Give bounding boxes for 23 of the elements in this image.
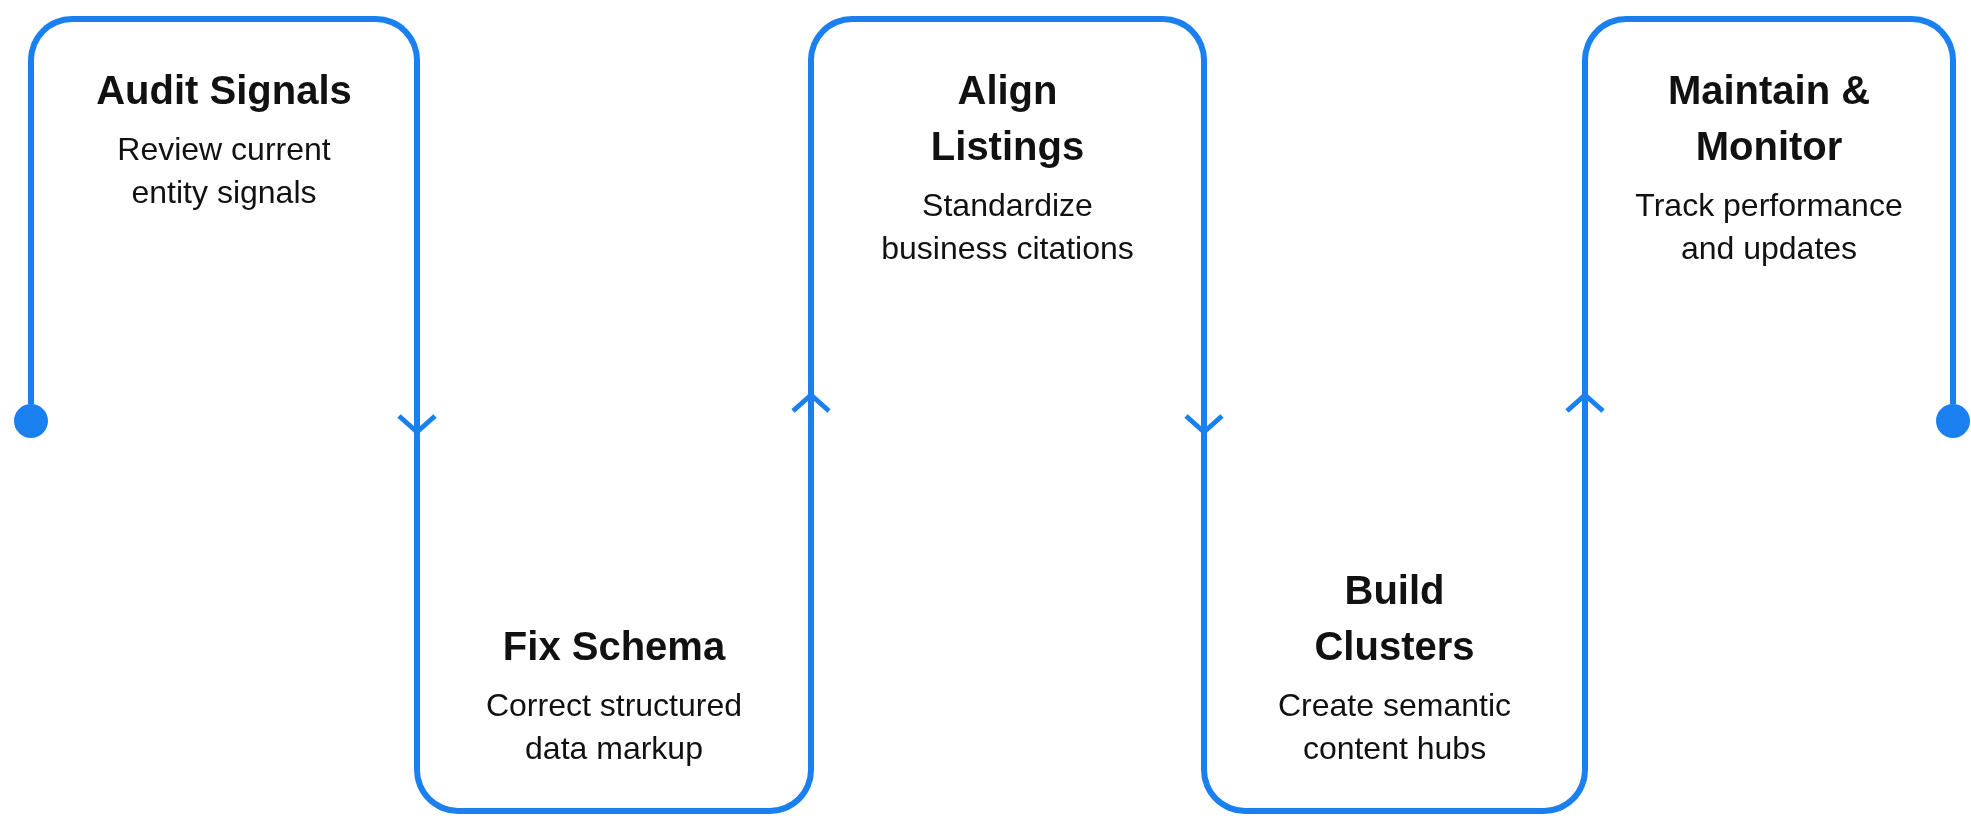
step-description: Track performance and updates [1634,186,1904,269]
step-frame [414,432,814,814]
step-frame [1582,16,1956,395]
connector-line [1950,395,1956,404]
endpoint-dot [1936,404,1970,438]
step-description: Create semantic content hubs [1277,685,1512,768]
step-frame [28,16,420,395]
step-frame [808,16,1207,395]
step-title: Build Clusters [1313,566,1476,670]
step-description: Standardize business citations [880,186,1135,269]
arrow [1183,395,1225,435]
connector-line [28,395,34,404]
step-description: Correct structured data markup [484,685,744,768]
endpoint-dot [14,404,48,438]
arrow [396,395,438,435]
step-frame [1201,432,1588,814]
step-title: Fix Schema [502,622,726,670]
step-title: Align Listings [929,67,1086,170]
step-title: Maintain & Monitor [1666,67,1872,170]
step-title: Audit Signals [96,67,352,114]
arrow [1564,392,1606,432]
step-description: Review current entity signals [116,130,332,213]
arrow [790,392,832,432]
